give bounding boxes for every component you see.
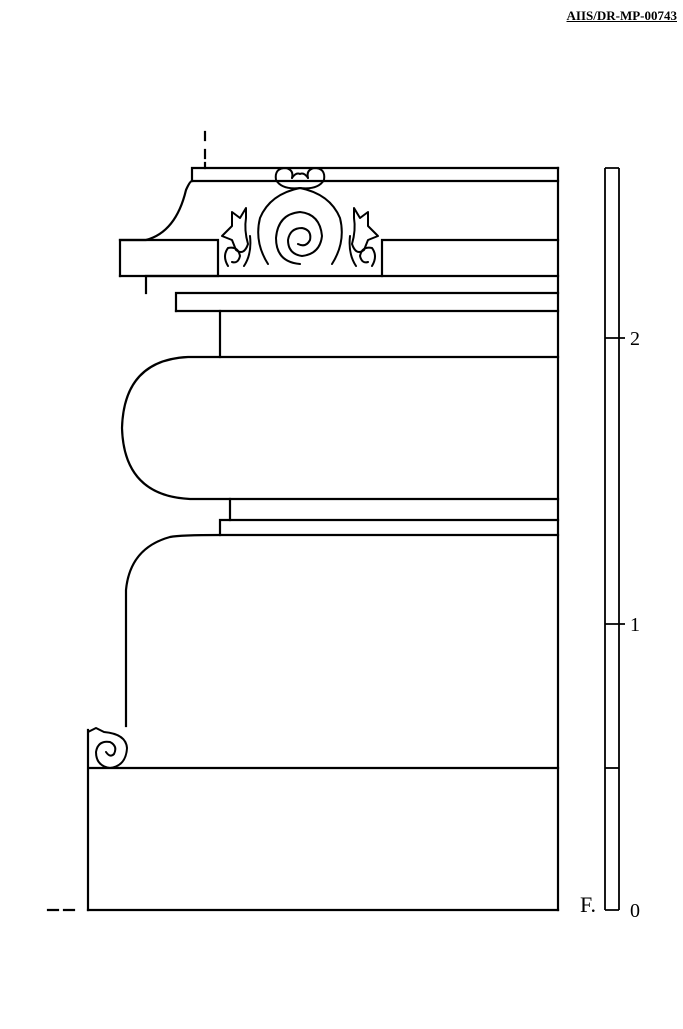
reference-code: AIIS/DR-MP-00743	[566, 8, 678, 23]
upper-fillets	[144, 274, 560, 313]
base-plinth	[86, 728, 560, 912]
cornice-ornament	[221, 167, 379, 267]
scale-label-0: 0	[630, 900, 640, 922]
scale-bar: 0 1 2 F.	[580, 167, 640, 922]
lower-cyma-moulding	[124, 533, 560, 728]
lower-fillets	[218, 497, 560, 537]
torus-moulding	[120, 355, 560, 501]
scale-label-2: 2	[630, 328, 640, 350]
base-scroll-ornament	[87, 727, 128, 769]
cornice	[118, 166, 560, 278]
floor-label: F.	[580, 892, 596, 917]
scale-label-1: 1	[630, 614, 640, 636]
